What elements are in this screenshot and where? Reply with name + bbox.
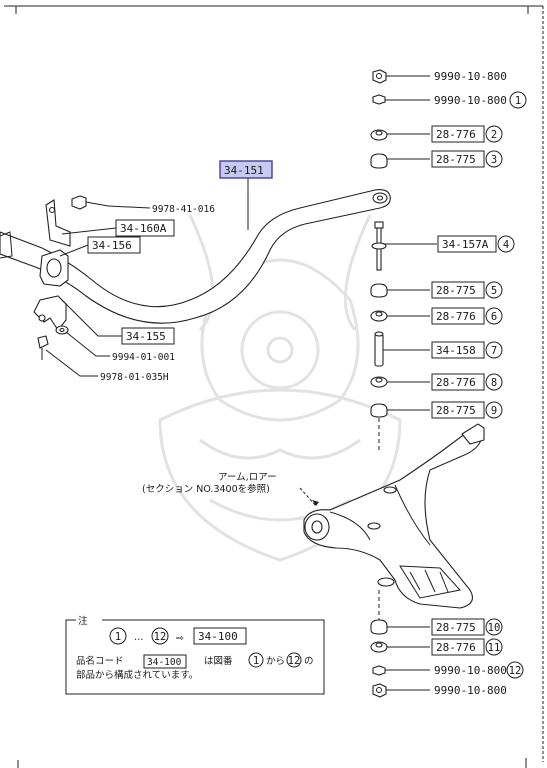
bolt-9978-41-016 [71, 195, 109, 210]
label-bush-6: 28-776 6 [431, 307, 503, 325]
svg-text:28-776: 28-776 [436, 376, 476, 389]
svg-text:⇨: ⇨ [176, 633, 184, 644]
svg-text:34-157A: 34-157A [442, 238, 489, 251]
svg-text:28-776: 28-776 [436, 128, 476, 141]
bolt-9978-01-035h [37, 335, 49, 360]
svg-text:34-158: 34-158 [436, 344, 476, 357]
svg-text:2: 2 [491, 129, 497, 141]
svg-text:12: 12 [509, 665, 522, 677]
svg-text:5: 5 [491, 285, 497, 297]
svg-text:34-155: 34-155 [126, 330, 166, 343]
label-nut-1: 9990-10-800 1 [434, 91, 527, 109]
stabilizer-bar [0, 189, 391, 324]
washer-9994-01-001 [55, 325, 69, 335]
svg-text:34-100: 34-100 [198, 630, 238, 643]
svg-text:34-156: 34-156 [92, 239, 132, 252]
svg-text:28-776: 28-776 [436, 641, 476, 654]
svg-text:28-776: 28-776 [436, 310, 476, 323]
leader-lines [45, 75, 437, 691]
svg-text:9990-10-800: 9990-10-800 [434, 684, 507, 697]
label-sleeve-34-158: 34-158 7 [431, 341, 503, 359]
label-bushing-34-156: 34-156 [87, 236, 141, 254]
svg-text:アーム,ロアー: アーム,ロアー [218, 472, 277, 483]
svg-text:34-151: 34-151 [224, 164, 264, 177]
label-nut-bottom: 9990-10-800 [434, 684, 507, 697]
label-bush-11: 28-776 11 [431, 638, 503, 656]
label-bush-3: 28-775 3 [431, 150, 503, 168]
svg-text:1: 1 [253, 655, 259, 667]
svg-text:9990-10-800: 9990-10-800 [434, 664, 507, 677]
svg-text:9994-01-001: 9994-01-001 [112, 352, 175, 363]
svg-text:…: … [134, 632, 144, 643]
svg-text:9978-01-035H: 9978-01-035H [100, 372, 169, 383]
lower-arm-reference-note: アーム,ロアー (セクション NO.3400を参照) [142, 472, 277, 495]
label-link-34-157a: 34-157A 4 [437, 235, 515, 253]
label-bush-5: 28-775 5 [431, 281, 503, 299]
label-bracket-34-160a: 34-160A [115, 219, 175, 237]
svg-text:34-160A: 34-160A [120, 222, 167, 235]
label-bolt-9978-01-035h: 9978-01-035H [100, 372, 169, 383]
svg-text:7: 7 [491, 345, 497, 357]
svg-text:3: 3 [491, 154, 497, 166]
svg-text:9978-41-016: 9978-41-016 [152, 204, 215, 215]
svg-text:9: 9 [491, 405, 497, 417]
bracket-34-160a [45, 199, 71, 247]
svg-text:(セクション NO.3400を参照): (セクション NO.3400を参照) [142, 483, 270, 495]
svg-text:4: 4 [503, 239, 509, 251]
label-nut-top: 9990-10-800 [434, 70, 507, 83]
label-main-part-34-151: 34-151 [219, 160, 273, 179]
right-stack-parts [370, 69, 388, 698]
svg-text:12: 12 [154, 631, 167, 643]
label-nut-12: 9990-10-800 12 [434, 661, 524, 679]
lower-arm [303, 423, 485, 609]
svg-text:34-100: 34-100 [147, 657, 182, 668]
svg-text:28-775: 28-775 [436, 621, 476, 634]
svg-text:の: の [304, 656, 314, 667]
svg-text:部品から構成されています。: 部品から構成されています。 [76, 669, 198, 681]
label-bush-10: 28-775 10 [431, 618, 503, 636]
svg-text:8: 8 [491, 377, 497, 389]
label-bush-8: 28-776 8 [431, 373, 503, 391]
svg-text:28-775: 28-775 [436, 404, 476, 417]
svg-text:9990-10-800: 9990-10-800 [434, 94, 507, 107]
svg-text:12: 12 [288, 655, 301, 667]
label-bracket-34-155: 34-155 [121, 327, 175, 345]
page-border [4, 5, 544, 768]
svg-text:は図番: は図番 [204, 655, 233, 667]
svg-text:28-775: 28-775 [436, 153, 476, 166]
label-bush-2: 28-776 2 [431, 125, 503, 143]
svg-text:品名コード: 品名コード [76, 655, 124, 667]
svg-text:9990-10-800: 9990-10-800 [434, 70, 507, 83]
svg-text:1: 1 [515, 95, 521, 107]
svg-text:6: 6 [491, 311, 497, 323]
svg-text:から: から [266, 656, 285, 667]
assembly-note-box: 注 1 … 12 ⇨ 34-100 品名コード 34-100 は図番 1 から … [65, 615, 325, 695]
svg-text:10: 10 [488, 622, 501, 634]
svg-text:11: 11 [488, 642, 501, 654]
label-bolt-9978-41-016: 9978-41-016 [152, 204, 215, 215]
label-washer-9994-01-001: 9994-01-001 [112, 352, 175, 363]
label-bush-9: 28-775 9 [431, 401, 503, 419]
svg-text:注: 注 [78, 615, 88, 627]
svg-text:28-775: 28-775 [436, 284, 476, 297]
bracket-34-155 [33, 295, 67, 331]
svg-text:1: 1 [115, 631, 121, 643]
bushing-34-156 [39, 249, 69, 287]
